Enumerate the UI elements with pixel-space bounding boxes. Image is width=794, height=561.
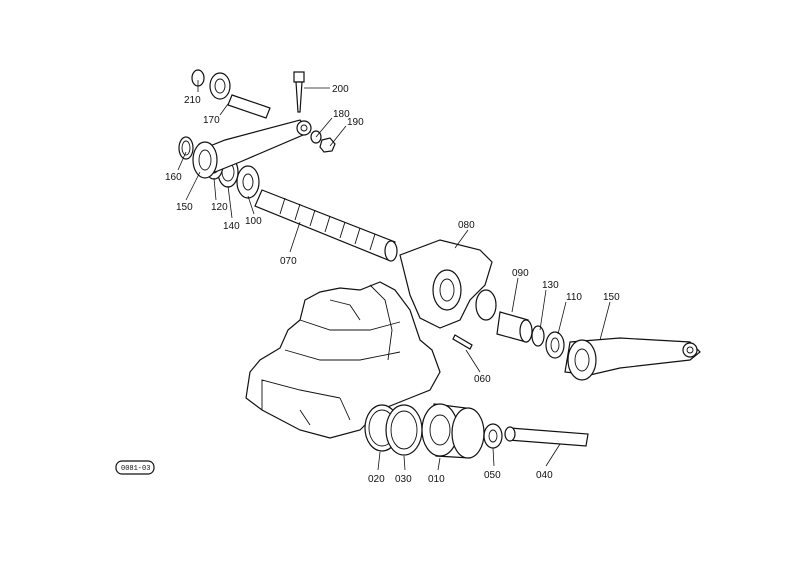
callout-060: 060 (474, 374, 491, 385)
collar-100 (236, 165, 260, 199)
lift-arm-upper-150 (192, 119, 312, 179)
callout-150-upper: 150 (176, 202, 193, 213)
drum-010 (421, 403, 485, 459)
shaft-070 (254, 189, 398, 262)
callout-080: 080 (458, 220, 475, 231)
shaft-040 (504, 426, 589, 447)
callout-130: 130 (542, 280, 559, 291)
callout-170: 170 (203, 115, 220, 126)
bolt-200 (293, 71, 305, 113)
reference-badge: 0081-03 (115, 460, 155, 475)
callout-120: 120 (211, 202, 228, 213)
leader-lines (177, 80, 611, 471)
callout-210: 210 (184, 95, 201, 106)
callout-070: 070 (280, 256, 297, 267)
reference-code: 0081-03 (121, 465, 150, 473)
callout-150-lower: 150 (603, 292, 620, 303)
callout-090: 090 (512, 268, 529, 279)
callout-010: 010 (428, 474, 445, 485)
pin-170 (227, 94, 271, 119)
bearing-050 (483, 423, 503, 449)
callout-050: 050 (484, 470, 501, 481)
casting-080 (399, 239, 497, 329)
callout-030: 030 (395, 474, 412, 485)
callout-160: 160 (165, 172, 182, 183)
callout-040: 040 (536, 470, 553, 481)
lift-arm-lower-150 (564, 337, 701, 381)
callout-100: 100 (245, 216, 262, 227)
snap-ring-160 (178, 136, 194, 160)
callout-labels: 200 180 190 210 170 160 150 120 140 100 … (165, 84, 620, 485)
gearbox-housing (245, 281, 441, 439)
callout-190: 190 (347, 117, 364, 128)
bearing-210 (191, 69, 231, 100)
callout-020: 020 (368, 474, 385, 485)
ring-030 (385, 404, 423, 456)
callout-140: 140 (223, 221, 240, 232)
bushing-110 (545, 331, 565, 359)
pin-060 (452, 334, 473, 350)
nut-190 (319, 137, 336, 153)
callout-110: 110 (566, 292, 582, 303)
sleeve-090 (496, 311, 533, 343)
callout-180: 180 (333, 109, 350, 120)
callout-200: 200 (332, 84, 349, 95)
snap-ring-130 (531, 325, 545, 347)
